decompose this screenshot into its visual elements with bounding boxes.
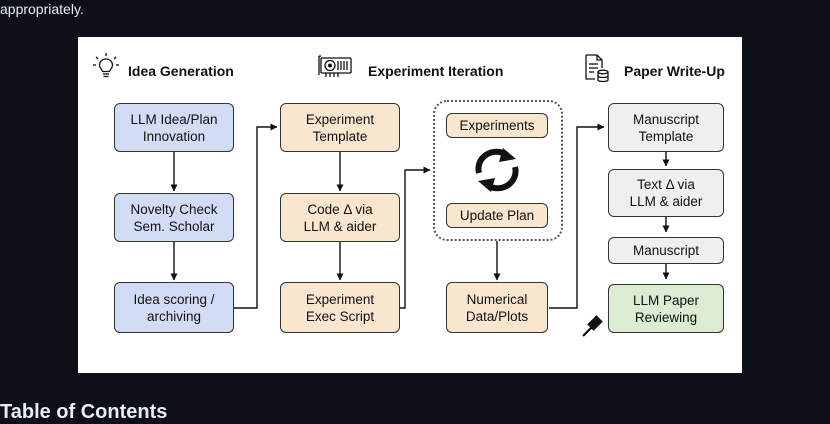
diagram-panel: Idea Generation Experiment Iteration (78, 37, 742, 373)
box-experiments: Experiments (446, 113, 548, 138)
gavel-icon (580, 313, 606, 344)
gpu-icon (318, 53, 354, 84)
box-update-plan: Update Plan (446, 203, 548, 228)
box-manuscript-template: Manuscript Template (608, 103, 724, 152)
document-database-icon (582, 53, 610, 88)
column-title-idea: Idea Generation (128, 63, 234, 79)
box-llm-paper-reviewing: LLM Paper Reviewing (608, 284, 724, 333)
box-experiment-template: Experiment Template (280, 103, 400, 152)
box-exec-script: Experiment Exec Script (280, 282, 400, 333)
lightbulb-icon (92, 52, 120, 85)
box-manuscript: Manuscript (608, 237, 724, 264)
column-title-paper: Paper Write-Up (624, 63, 725, 79)
box-text-delta: Text Δ via LLM & aider (608, 169, 724, 217)
box-idea-scoring: Idea scoring / archiving (114, 282, 234, 333)
column-title-experiment: Experiment Iteration (368, 63, 504, 79)
top-text: appropriately. (0, 1, 84, 17)
box-novelty-check: Novelty Check Sem. Scholar (114, 193, 234, 242)
connector-arrows (170, 123, 670, 309)
refresh-cycle-icon (471, 147, 523, 198)
iteration-loop-container (433, 100, 563, 241)
box-code-delta: Code Δ via LLM & aider (280, 193, 400, 242)
box-numerical-data: Numerical Data/Plots (446, 282, 548, 333)
box-llm-idea-plan: LLM Idea/Plan Innovation (114, 103, 234, 152)
